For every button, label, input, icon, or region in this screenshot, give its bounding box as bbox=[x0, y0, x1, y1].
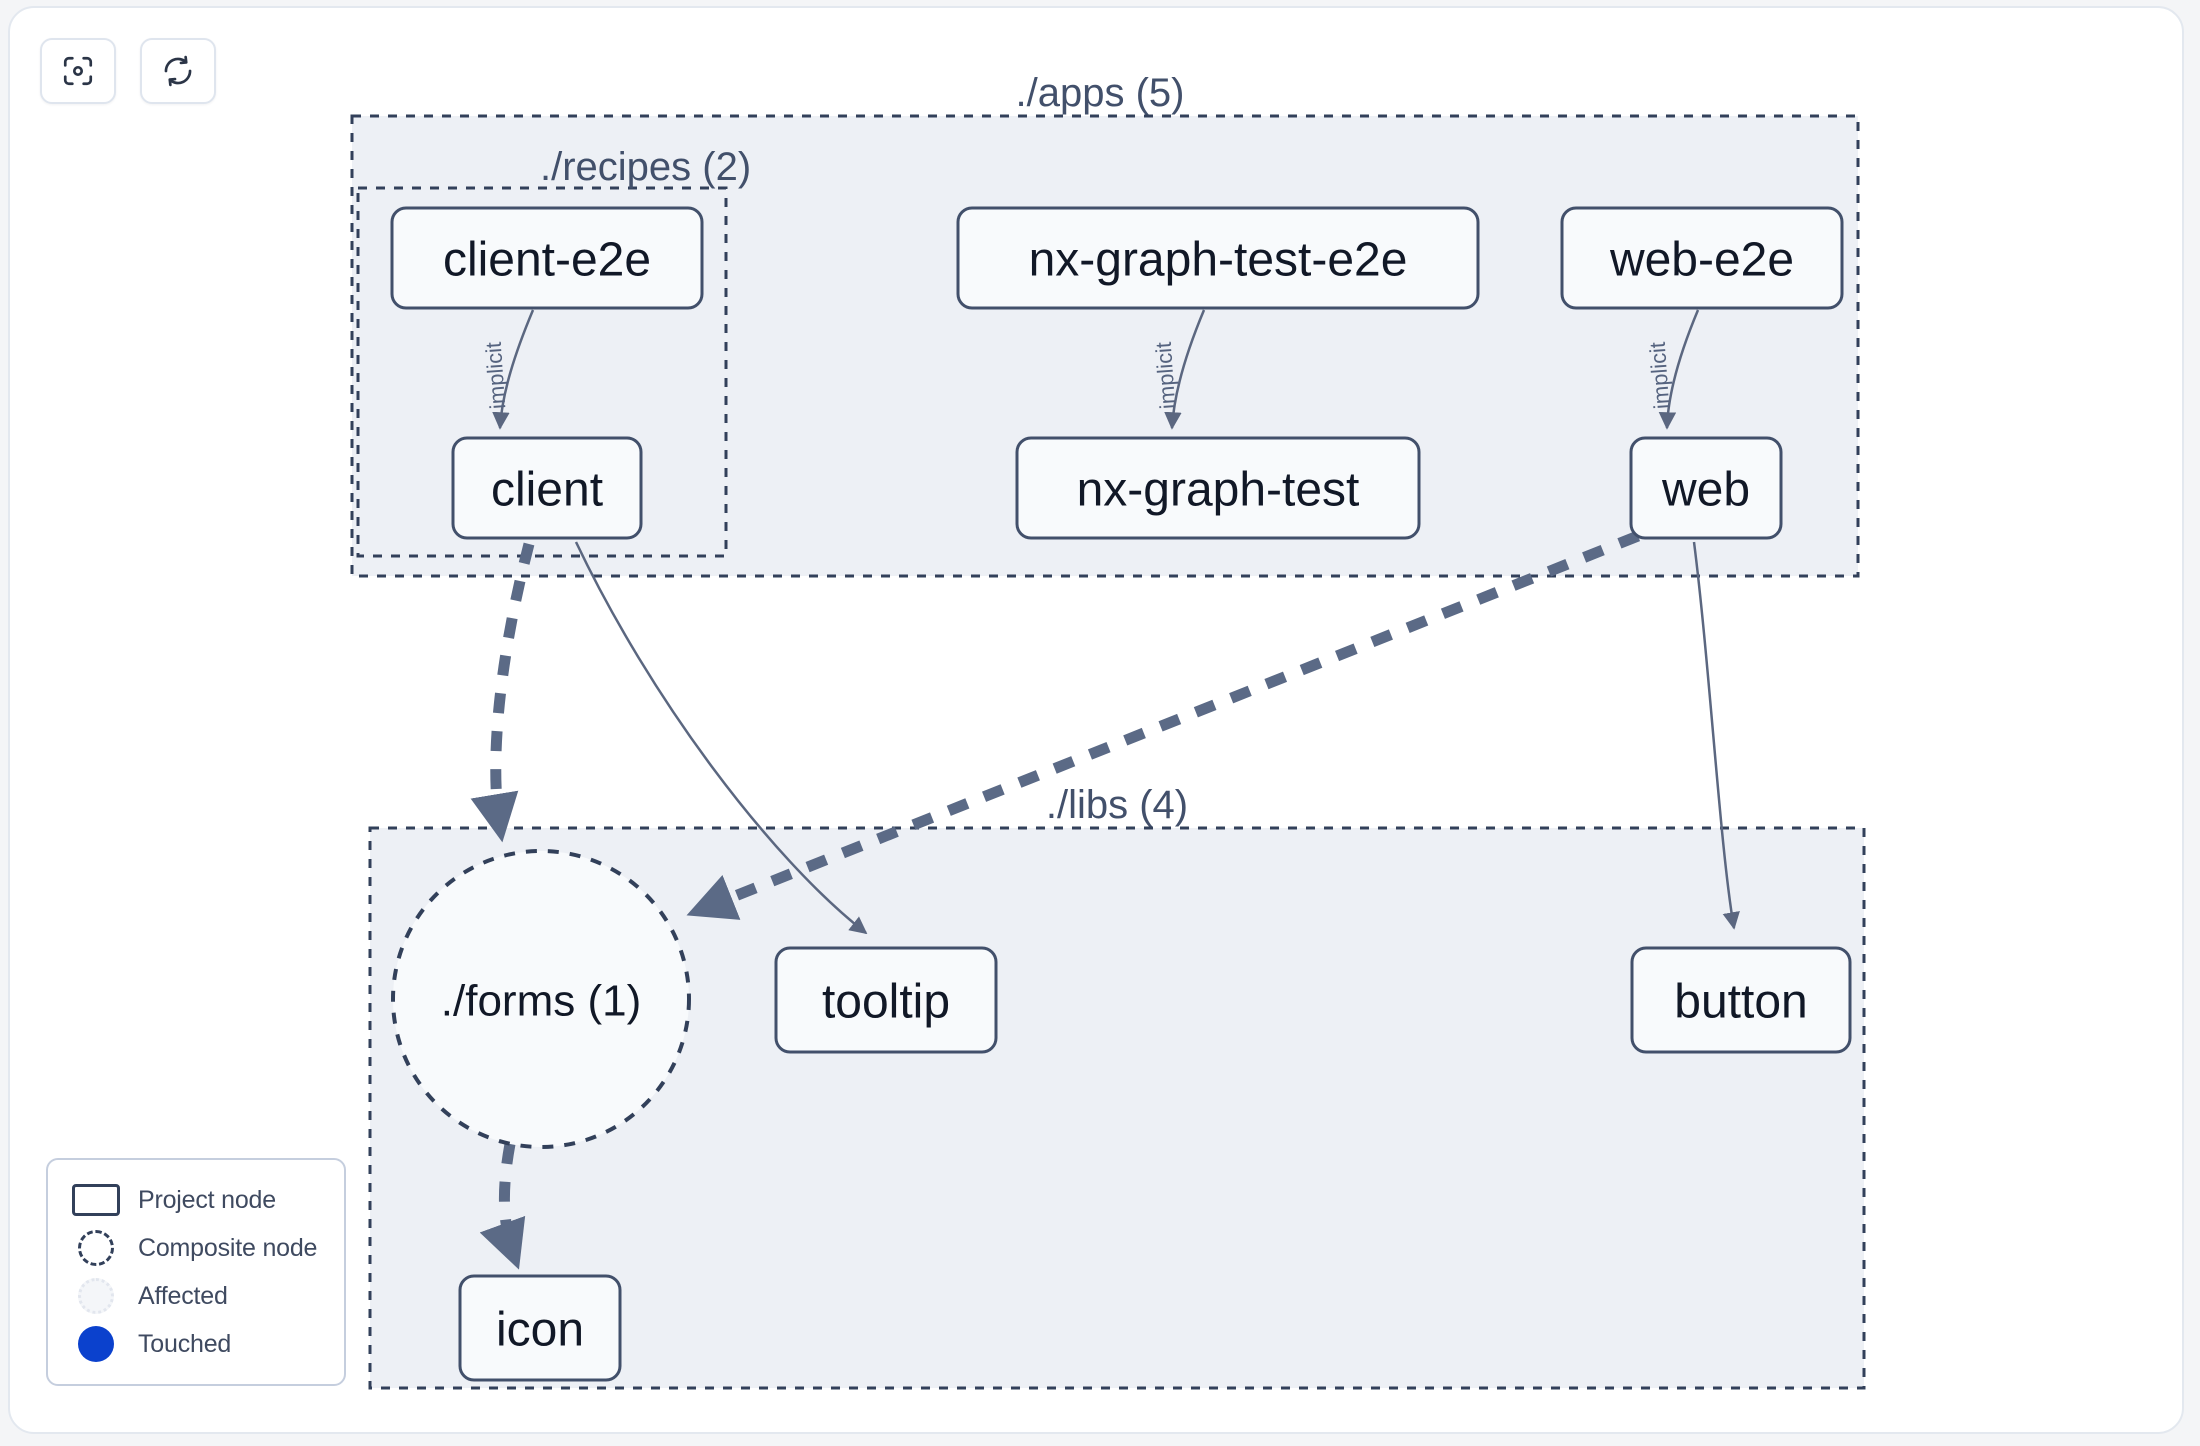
edge-client-to-forms[interactable] bbox=[470, 542, 535, 843]
legend-item-composite-node: Composite node bbox=[68, 1224, 326, 1272]
node-client[interactable]: client bbox=[451, 436, 643, 540]
legend-item-touched: Touched bbox=[68, 1320, 326, 1368]
node-box[interactable] bbox=[1560, 206, 1844, 310]
node-box[interactable] bbox=[1629, 436, 1783, 540]
node-box[interactable] bbox=[458, 1274, 622, 1382]
node-label: nx-graph-test bbox=[1077, 464, 1360, 517]
legend-item-project-node: Project node bbox=[68, 1176, 326, 1224]
edge-path bbox=[1164, 309, 1206, 430]
edge-path bbox=[686, 530, 1641, 920]
edge-client-to-tooltip[interactable] bbox=[574, 541, 868, 935]
legend-item-affected: Affected bbox=[68, 1272, 326, 1320]
node-icon[interactable]: icon bbox=[458, 1274, 622, 1382]
node-tooltip[interactable]: tooltip bbox=[774, 946, 998, 1054]
node-web[interactable]: web bbox=[1629, 436, 1783, 540]
node-nx-graph-test-e2e[interactable]: nx-graph-test-e2e bbox=[956, 206, 1480, 310]
composite-node-swatch bbox=[68, 1230, 124, 1266]
graph-legend: Project node Composite node Affected Tou… bbox=[46, 1158, 346, 1386]
edge-path bbox=[574, 541, 868, 935]
node-label: nx-graph-test-e2e bbox=[1029, 234, 1408, 287]
node-forms-composite[interactable]: ./forms (1) bbox=[391, 849, 691, 1149]
edge-nx-graph-test-e2e-to-nx-graph-test[interactable]: implicit bbox=[1151, 309, 1206, 430]
focus-graph-button[interactable] bbox=[40, 38, 116, 104]
node-web-e2e[interactable]: web-e2e bbox=[1560, 206, 1844, 310]
node-label: web bbox=[1661, 464, 1750, 517]
legend-label-project-node: Project node bbox=[138, 1185, 276, 1214]
node-box[interactable] bbox=[956, 206, 1480, 310]
edge-path bbox=[1692, 541, 1740, 930]
edge-web-to-button[interactable] bbox=[1692, 541, 1740, 930]
node-label: client-e2e bbox=[443, 234, 651, 287]
project-node-swatch bbox=[68, 1184, 124, 1216]
legend-label-composite-node: Composite node bbox=[138, 1233, 318, 1262]
composite-node-circle[interactable] bbox=[391, 849, 691, 1149]
touched-node-swatch bbox=[68, 1326, 124, 1362]
edge-path bbox=[492, 309, 535, 430]
node-label: button bbox=[1674, 976, 1807, 1029]
group-libs-label: ./libs (4) bbox=[1046, 783, 1188, 827]
node-box[interactable] bbox=[390, 206, 704, 310]
edge-client-e2e-to-client[interactable]: implicit bbox=[481, 309, 535, 430]
node-box[interactable] bbox=[1630, 946, 1852, 1054]
edge-label-implicit: implicit bbox=[481, 341, 511, 410]
node-box[interactable] bbox=[774, 946, 998, 1054]
legend-label-touched: Touched bbox=[138, 1329, 232, 1358]
node-client-e2e[interactable]: client-e2e bbox=[390, 206, 704, 310]
edge-label-implicit: implicit bbox=[1151, 341, 1181, 410]
group-apps-label: ./apps (5) bbox=[1016, 71, 1185, 115]
legend-label-affected: Affected bbox=[138, 1281, 228, 1310]
edge-path bbox=[479, 1143, 526, 1270]
node-nx-graph-test[interactable]: nx-graph-test bbox=[1015, 436, 1421, 540]
edge-path bbox=[470, 542, 535, 843]
graph-toolbar bbox=[40, 38, 216, 104]
edge-web-e2e-to-web[interactable]: implicit bbox=[1645, 309, 1700, 430]
node-label: client bbox=[491, 464, 603, 517]
focus-target-icon bbox=[61, 54, 95, 88]
node-box[interactable] bbox=[451, 436, 643, 540]
node-box[interactable] bbox=[1015, 436, 1421, 540]
group-recipes-label: ./recipes (2) bbox=[540, 145, 751, 189]
refresh-icon bbox=[161, 54, 195, 88]
node-label: ./forms (1) bbox=[441, 977, 641, 1026]
edge-path bbox=[1658, 309, 1700, 430]
edge-label-implicit: implicit bbox=[1645, 341, 1675, 410]
node-label: tooltip bbox=[822, 976, 950, 1029]
graph-canvas-panel[interactable]: ./apps (5) ./recipes (2) ./libs (4) impl… bbox=[8, 6, 2184, 1434]
node-label: web-e2e bbox=[1609, 234, 1794, 287]
refresh-graph-button[interactable] bbox=[140, 38, 216, 104]
edge-web-to-forms[interactable] bbox=[686, 530, 1641, 920]
edge-forms-to-icon[interactable] bbox=[479, 1143, 526, 1270]
dependency-graph[interactable]: ./apps (5) ./recipes (2) ./libs (4) impl… bbox=[10, 8, 2184, 1434]
node-label: icon bbox=[496, 1304, 584, 1357]
node-button[interactable]: button bbox=[1630, 946, 1852, 1054]
affected-node-swatch bbox=[68, 1278, 124, 1314]
